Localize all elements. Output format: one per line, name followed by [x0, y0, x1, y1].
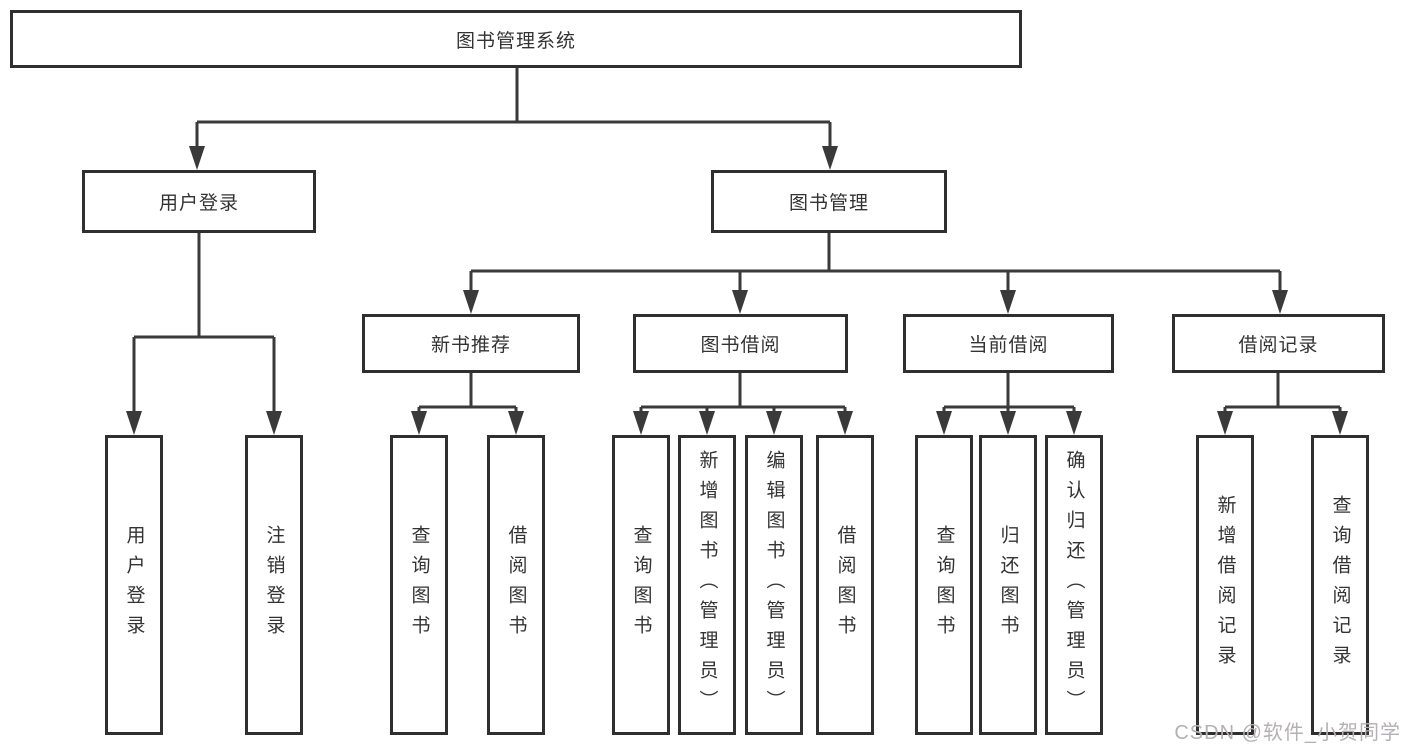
leaf-label: 归还图书	[997, 525, 1019, 645]
leaf-query-books-recommend: 查询图书	[390, 435, 448, 735]
node-current-borrow: 当前借阅	[903, 314, 1114, 373]
node-label: 图书借阅	[700, 335, 781, 356]
arrowhead-down	[822, 146, 838, 170]
leaf-borrow-books: 借阅图书	[816, 435, 874, 735]
leaf-label: 查询图书	[408, 525, 430, 645]
arrowhead-down	[766, 411, 782, 435]
connector-line	[942, 373, 1076, 413]
connector-book-management-to-level3	[463, 233, 1288, 314]
leaf-query-books-current: 查询图书	[915, 435, 973, 735]
leaf-label: 注销登录	[263, 525, 285, 645]
node-label: 用户登录	[158, 193, 239, 214]
connector-root-to-level2	[189, 68, 838, 170]
leaf-add-book-admin: 新增图书（管理员）	[678, 435, 736, 735]
connector-line	[1223, 373, 1342, 413]
node-label: 图书管理系统	[455, 30, 576, 52]
leaf-query-borrow-record: 查询借阅记录	[1311, 435, 1369, 735]
arrowhead-down	[1272, 290, 1288, 314]
leaf-confirm-return-admin: 确认归还（管理员）	[1045, 435, 1103, 735]
connector-book-borrow-to-leaves	[633, 373, 853, 435]
arrowhead-down	[936, 411, 952, 435]
arrowhead-down	[189, 146, 205, 170]
leaf-label: 查询图书	[933, 525, 955, 645]
leaf-add-borrow-record: 新增借阅记录	[1196, 435, 1254, 735]
arrowhead-down	[1066, 411, 1082, 435]
arrowhead-down	[126, 411, 142, 435]
connector-current-borrow-to-leaves	[936, 373, 1082, 435]
watermark: CSDN @软件_小贺同学	[1174, 722, 1401, 744]
arrowhead-down	[1332, 411, 1348, 435]
node-new-book-recommend: 新书推荐	[362, 314, 580, 373]
leaf-user-login: 用户登录	[105, 435, 163, 735]
connector-new-book-to-leaves	[411, 373, 524, 435]
arrowhead-down	[1000, 411, 1016, 435]
leaf-label: 确认归还（管理员）	[1063, 450, 1085, 720]
node-book-management: 图书管理	[711, 170, 947, 233]
leaf-return-books: 归还图书	[979, 435, 1037, 735]
arrowhead-down	[508, 411, 524, 435]
arrowhead-down	[411, 411, 427, 435]
leaf-label: 新增图书（管理员）	[696, 450, 718, 720]
node-borrow-records: 借阅记录	[1172, 314, 1385, 373]
leaf-label: 新增借阅记录	[1214, 495, 1236, 675]
leaf-label: 借阅图书	[505, 525, 527, 645]
connector-user-login-to-leaves	[126, 233, 282, 435]
leaf-label: 编辑图书（管理员）	[763, 450, 785, 720]
arrowhead-down	[463, 290, 479, 314]
arrowhead-down	[1217, 411, 1233, 435]
arrowhead-down	[266, 411, 282, 435]
leaf-query-books-borrow: 查询图书	[612, 435, 670, 735]
arrowhead-down	[837, 411, 853, 435]
arrowhead-down	[699, 411, 715, 435]
connector-borrow-records-to-leaves	[1217, 373, 1348, 435]
leaf-label: 查询借阅记录	[1329, 495, 1351, 675]
leaf-logout: 注销登录	[245, 435, 303, 735]
leaf-label: 查询图书	[630, 525, 652, 645]
leaf-edit-book-admin: 编辑图书（管理员）	[745, 435, 803, 735]
connector-line	[417, 373, 518, 413]
leaf-label: 借阅图书	[834, 525, 856, 645]
connector-line	[132, 233, 276, 413]
node-book-borrow: 图书借阅	[633, 314, 848, 373]
arrowhead-down	[633, 411, 649, 435]
connector-line	[195, 68, 832, 150]
node-root-library-management-system: 图书管理系统	[10, 10, 1022, 68]
node-label: 当前借阅	[968, 335, 1049, 356]
node-label: 新书推荐	[430, 335, 511, 356]
node-label: 图书管理	[788, 193, 869, 214]
node-user-login: 用户登录	[82, 170, 316, 233]
node-label: 借阅记录	[1238, 335, 1319, 356]
arrowhead-down	[1000, 290, 1016, 314]
connector-line	[469, 233, 1282, 292]
leaf-label: 用户登录	[123, 525, 145, 645]
connector-line	[639, 373, 847, 413]
arrowhead-down	[732, 290, 748, 314]
leaf-borrow-books-recommend: 借阅图书	[487, 435, 545, 735]
